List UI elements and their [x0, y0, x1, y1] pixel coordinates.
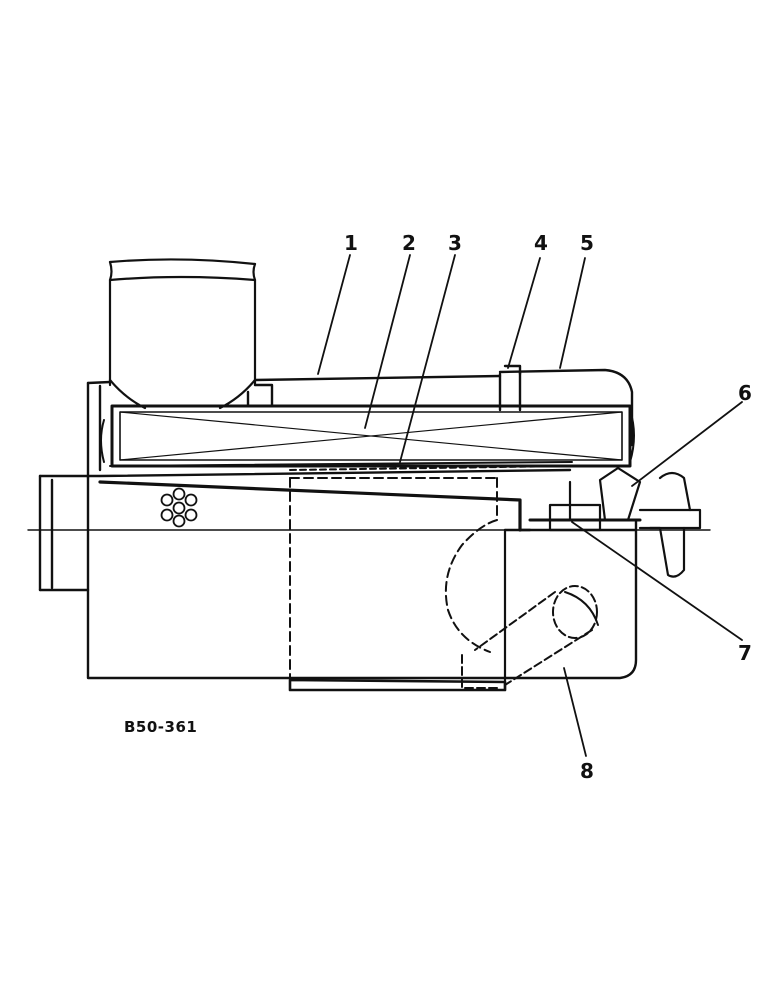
- wing-nut-assembly: [528, 466, 702, 578]
- inlet-neck: [108, 258, 257, 410]
- inner-tube: [289, 477, 498, 691]
- callout-5: 5: [580, 231, 594, 255]
- callout-8: 8: [580, 759, 594, 783]
- callout-labels: 1 2 3 4 5 6 7 8 B50-361: [124, 231, 752, 783]
- seal-ring: [109, 461, 573, 471]
- lower-body: [38, 468, 638, 692]
- tube-base: [288, 678, 507, 692]
- callout-1: 1: [344, 231, 358, 255]
- leader-lines: [317, 254, 743, 757]
- callout-3: 3: [448, 231, 462, 255]
- callout-6: 6: [738, 381, 752, 405]
- callout-2: 2: [402, 231, 416, 255]
- callout-4: 4: [534, 231, 548, 255]
- figure-code: B50-361: [124, 718, 197, 736]
- dust-valve: [461, 585, 599, 689]
- precleaner-holes: [160, 487, 198, 528]
- callout-7: 7: [738, 641, 752, 665]
